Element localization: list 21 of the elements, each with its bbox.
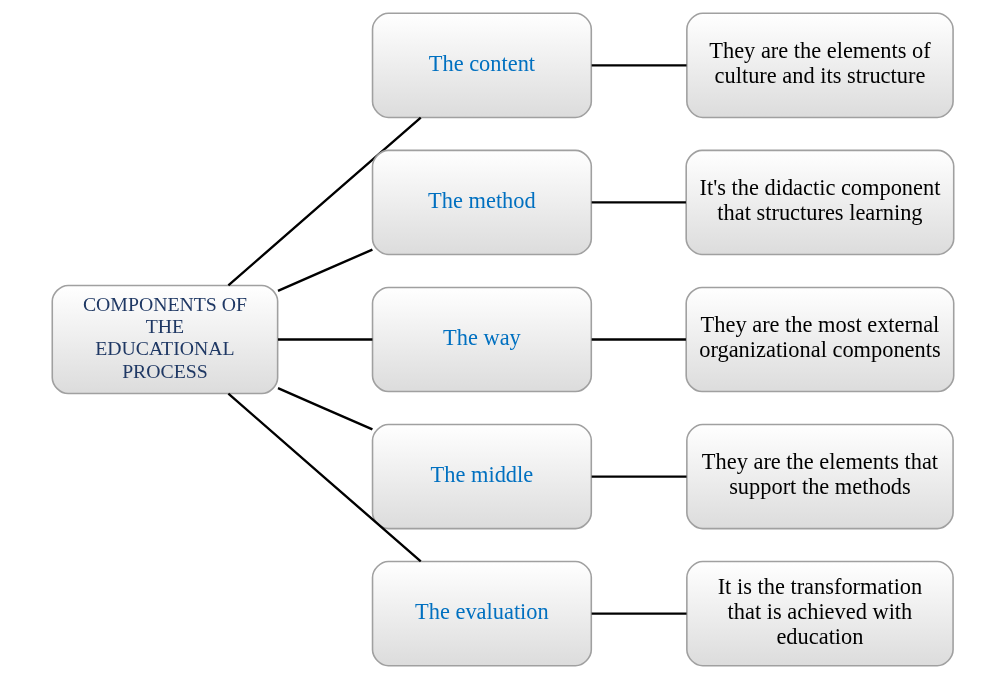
node-box: They are the elements of culture and its structure bbox=[686, 12, 954, 119]
connector bbox=[278, 338, 373, 341]
node-box: It is the transformation that is achieved with education bbox=[686, 560, 954, 667]
connector bbox=[277, 248, 373, 292]
connector bbox=[591, 201, 686, 204]
connector bbox=[227, 392, 422, 563]
node-box: COMPONENTS OF THE EDUCATIONAL PROCESS bbox=[51, 284, 279, 395]
node-box: The middle bbox=[371, 423, 593, 530]
connector bbox=[227, 116, 422, 287]
connector bbox=[277, 387, 373, 431]
node-box: The evaluation bbox=[371, 560, 593, 667]
node-box: The way bbox=[371, 286, 593, 393]
node-box: The method bbox=[371, 149, 593, 256]
connector bbox=[591, 475, 687, 478]
connector bbox=[591, 338, 686, 341]
connector bbox=[591, 64, 687, 67]
node-box: It's the didactic component that structures learning bbox=[685, 149, 955, 256]
node-box: The content bbox=[371, 12, 593, 119]
connector bbox=[591, 612, 687, 615]
node-box: They are the most external organizational components bbox=[685, 286, 955, 393]
node-box: They are the elements that support the methods bbox=[686, 423, 954, 530]
